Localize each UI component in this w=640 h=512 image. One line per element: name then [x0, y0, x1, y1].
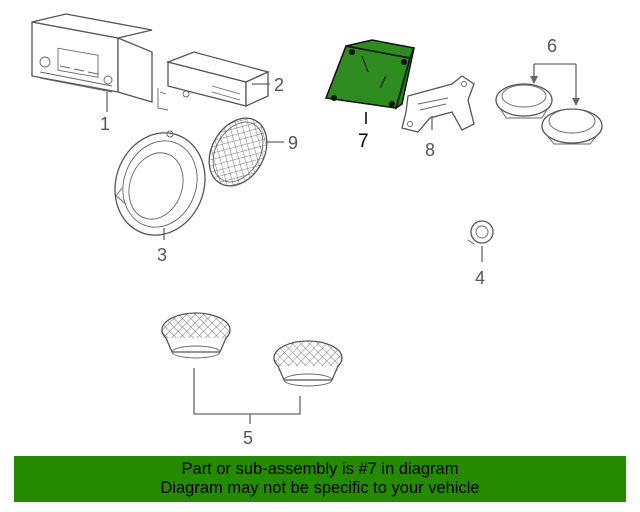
banner-line-1: Part or sub-assembly is #7 in diagram: [181, 460, 459, 478]
callout-5: 5: [243, 428, 253, 448]
part-info-banner: Part or sub-assembly is #7 in diagram Di…: [14, 456, 626, 502]
callout-8: 8: [425, 140, 435, 160]
part-4-small-speaker[interactable]: [467, 220, 494, 245]
callout-7: 7: [358, 131, 369, 152]
banner-line-2: Diagram may not be specific to your vehi…: [160, 479, 480, 497]
part-8-bracket[interactable]: [401, 75, 475, 133]
part-7-module-highlighted[interactable]: [324, 39, 416, 110]
callout-2: 2: [274, 75, 284, 95]
callout-6: 6: [547, 36, 557, 56]
part-1-radio-unit[interactable]: [31, 13, 153, 103]
callout-1: 1: [100, 114, 110, 134]
part-9-speaker-grille[interactable]: [197, 108, 278, 196]
callout-9: 9: [288, 133, 298, 153]
part-3-speaker[interactable]: [101, 120, 219, 248]
part-2-amplifier[interactable]: [157, 51, 270, 111]
leader-5: [193, 368, 301, 424]
part-5-speakers[interactable]: [161, 312, 343, 387]
part-6-tweeters[interactable]: [495, 83, 603, 145]
leader-6-arrows: [530, 76, 580, 106]
callout-3: 3: [157, 245, 167, 265]
callout-4: 4: [475, 268, 485, 288]
